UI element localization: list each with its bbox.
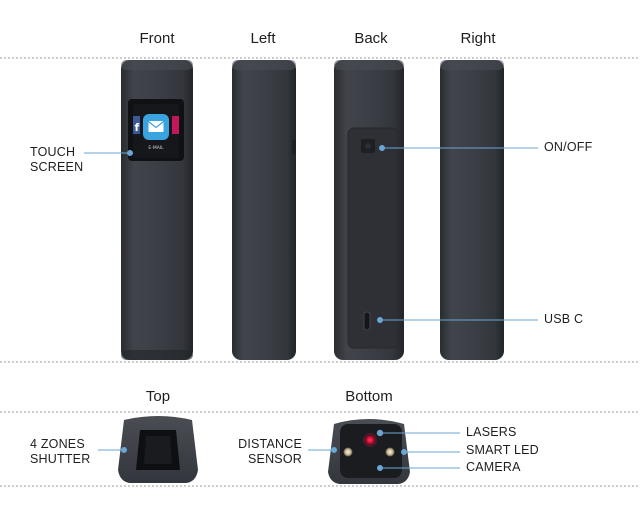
callout-zones-shutter-line1: 4 ZONES: [30, 437, 85, 451]
callout-lasers: LASERS: [466, 425, 517, 439]
view-label-left: Left: [250, 30, 276, 47]
leader-lines: [84, 145, 538, 471]
device-right: [440, 60, 504, 360]
device-top-view: [118, 416, 198, 483]
smart-led-lens: [385, 447, 395, 457]
callout-distance-sensor-line1: DISTANCE: [238, 437, 302, 451]
callout-touch-screen-line1: TOUCH: [30, 145, 76, 159]
device-left: [232, 60, 296, 360]
touch-screen-display: f E-MAIL: [133, 104, 179, 158]
envelope-icon: [148, 121, 164, 132]
callout-zones-shutter-line2: SHUTTER: [30, 452, 91, 466]
svg-text:f: f: [135, 121, 140, 134]
callout-touch-screen-line2: SCREEN: [30, 160, 84, 174]
device-back: [334, 60, 404, 360]
callout-on-off: ON/OFF: [544, 140, 593, 154]
device-bottom-view: [328, 419, 410, 484]
view-label-bottom: Bottom: [345, 388, 393, 405]
callout-usb-c: USB C: [544, 312, 584, 326]
distance-sensor-lens: [343, 447, 353, 457]
callout-smart-led: SMART LED: [466, 443, 539, 457]
callout-touch-screen: TOUCH SCREEN: [30, 145, 83, 175]
callout-distance-sensor: DISTANCE SENSOR: [228, 437, 302, 467]
laser-emitter: [365, 435, 375, 445]
callout-zones-shutter: 4 ZONES SHUTTER: [30, 437, 90, 467]
screen-app-label: E-MAIL: [148, 145, 164, 151]
usb-c-port: [363, 311, 371, 331]
power-button: [361, 139, 375, 153]
view-label-front: Front: [139, 30, 175, 47]
callout-camera: CAMERA: [466, 460, 521, 474]
view-label-back: Back: [354, 30, 388, 47]
view-label-right: Right: [460, 30, 496, 47]
callout-distance-sensor-line2: SENSOR: [248, 452, 302, 466]
view-label-top: Top: [145, 388, 171, 405]
device-front: f E-MAIL: [121, 60, 193, 360]
